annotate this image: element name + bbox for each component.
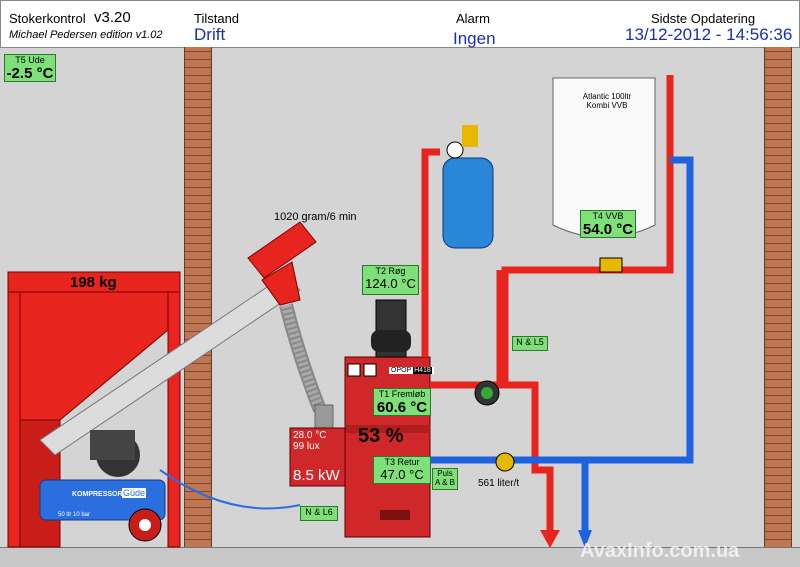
feeder-rate: 1020 gram/6 min (274, 211, 357, 223)
alarm-label: Alarm (456, 11, 490, 26)
sensor-t4: T4 VVB 54.0 °C (580, 210, 636, 238)
tag-n-l6: N & L6 (300, 506, 338, 521)
sensor-t1-name: T1 Fremløb (378, 389, 426, 399)
header-bar: Stokerkontrol v3.20 Michael Pedersen edi… (0, 0, 800, 48)
pump-heating-indicator (481, 387, 493, 399)
tag-puls-line1: Puls (437, 469, 453, 478)
compressor-spec: 50 ltr 10 bar (58, 512, 91, 518)
boiler-brand: OPOP H418 (389, 367, 434, 374)
flow-rate: 561 liter/t (478, 478, 520, 489)
tag-n-l5: N & L5 (512, 336, 548, 351)
sensor-t2-value: 124.0 °C (365, 276, 416, 291)
sensor-t5-value: -2.5 °C (6, 65, 54, 82)
sensor-t4-value: 54.0 °C (582, 221, 634, 238)
sensor-t5: T5 Ude -2.5 °C (4, 54, 56, 82)
boiler-power-percent: 53 % (358, 425, 404, 447)
hopper-weight: 198 kg (70, 274, 117, 291)
tank-label-line2: Kombi VVB (586, 101, 628, 110)
status-value: Drift (194, 25, 226, 44)
sensor-t1: T1 Fremløb 60.6 °C (373, 388, 431, 416)
room-lux: 99 lux (293, 441, 320, 452)
compressor-hose (159, 469, 301, 510)
pellet-hopper (7, 271, 181, 548)
boiler-model: H418 (413, 367, 432, 374)
sensor-t3: T3 Retur 47.0 °C (373, 456, 431, 484)
sensor-t1-value: 60.6 °C (376, 399, 428, 416)
sensor-t3-name: T3 Retur (384, 457, 420, 467)
cold-pipes (430, 156, 694, 535)
tank-label: Atlantic 100ltr Kombi VVB (572, 92, 642, 110)
feeder-auger (39, 221, 334, 456)
compressor-brand: KOMPRESSOR (72, 491, 123, 498)
brick-wall-left (184, 47, 212, 547)
inflow-arrow (578, 530, 592, 548)
compressor-maker: Güde (122, 488, 147, 498)
alarm-value: Ingen (453, 29, 496, 48)
sensor-t2: T2 Røg 124.0 °C (362, 265, 419, 295)
update-label: Sidste Opdatering (651, 11, 756, 26)
valve-tank (599, 257, 623, 273)
tag-puls: Puls A & B (432, 468, 458, 490)
room-temp: 28.0 °C (293, 430, 327, 441)
flow-meter (495, 452, 515, 472)
update-value: 13/12-2012 - 14:56:36 (625, 25, 793, 44)
floor (0, 547, 800, 567)
app-version: v3.20 (94, 9, 131, 26)
tank-label-line1: Atlantic 100ltr (582, 92, 632, 101)
outflow-arrow (540, 530, 560, 548)
boiler-kw: 8.5 kW (293, 467, 340, 484)
boiler-body (289, 299, 431, 538)
sensor-t5-name: T5 Ude (15, 55, 45, 65)
tag-puls-line2: A & B (434, 478, 455, 487)
watermark: AvaxInfo.com.ua (580, 540, 740, 562)
app-name: Stokerkontrol (9, 11, 86, 26)
status-label: Tilstand (194, 11, 240, 26)
expansion-tank (442, 125, 494, 249)
sensor-t2-name: T2 Røg (375, 266, 406, 276)
brick-wall-right (764, 47, 792, 547)
boiler-brand-name: OPOP (391, 367, 412, 374)
app-edition: Michael Pedersen edition v1.02 (9, 29, 163, 41)
sensor-t4-name: T4 VVB (592, 211, 624, 221)
sensor-t3-value: 47.0 °C (380, 467, 424, 482)
